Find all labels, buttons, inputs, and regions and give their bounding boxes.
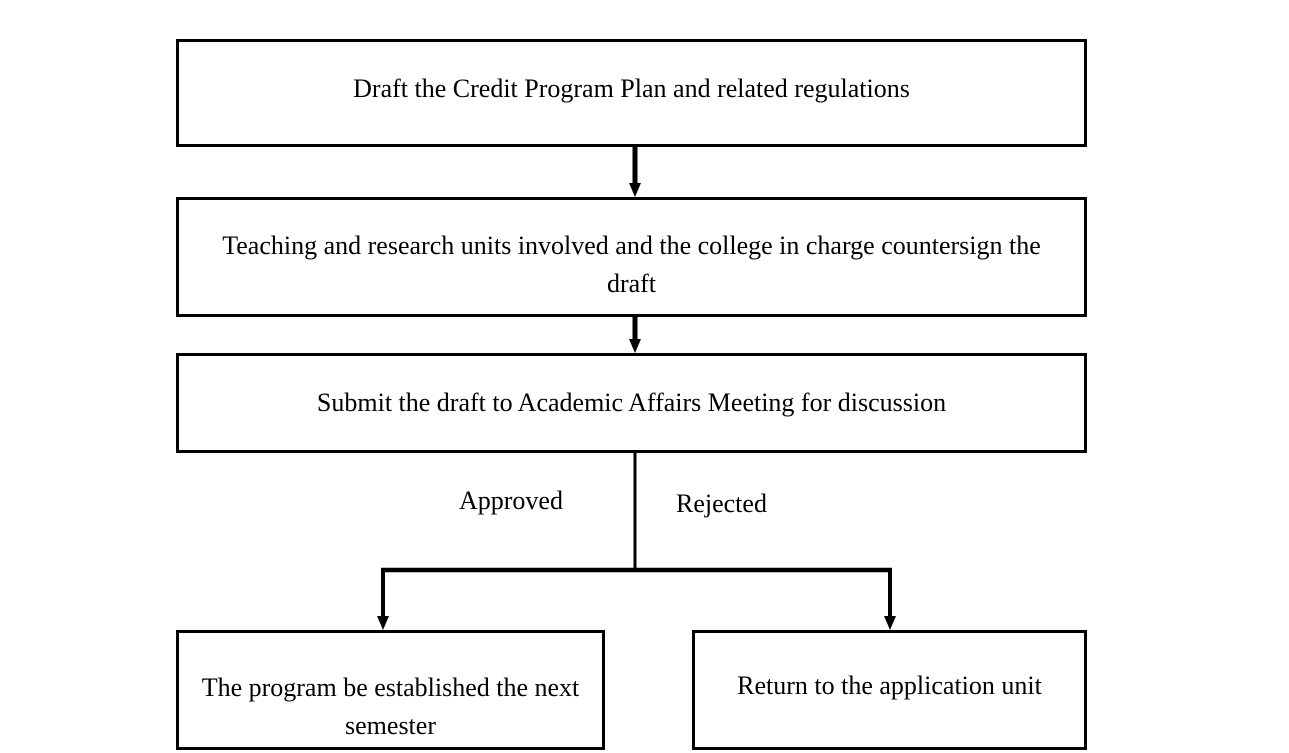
node-submit-draft: Submit the draft to Academic Affairs Mee… — [176, 353, 1087, 453]
arrow-branch-to-established — [377, 568, 389, 630]
branch-label-approved: Approved — [459, 486, 563, 515]
arrowhead-down-icon — [629, 339, 641, 353]
node-program-established-text: The program be established the next seme… — [201, 673, 580, 740]
node-return-application: Return to the application unit — [692, 630, 1087, 750]
arrowhead-down-icon — [884, 616, 896, 630]
arrowhead-down-icon — [629, 183, 641, 197]
arrow-draft-to-countersign — [629, 147, 641, 197]
node-return-application-text: Return to the application unit — [737, 671, 1042, 700]
arrowhead-down-icon — [377, 616, 389, 630]
arrow-branch-to-return — [884, 568, 896, 630]
node-draft-plan: Draft the Credit Program Plan and relate… — [176, 39, 1087, 147]
arrow-countersign-to-submit — [629, 315, 641, 353]
node-countersign-draft: Teaching and research units involved and… — [176, 197, 1087, 317]
node-countersign-draft-text: Teaching and research units involved and… — [222, 231, 1041, 298]
node-program-established: The program be established the next seme… — [176, 630, 605, 750]
node-draft-plan-text: Draft the Credit Program Plan and relate… — [353, 74, 910, 103]
branch-label-rejected: Rejected — [676, 489, 767, 518]
node-submit-draft-text: Submit the draft to Academic Affairs Mee… — [316, 388, 947, 417]
